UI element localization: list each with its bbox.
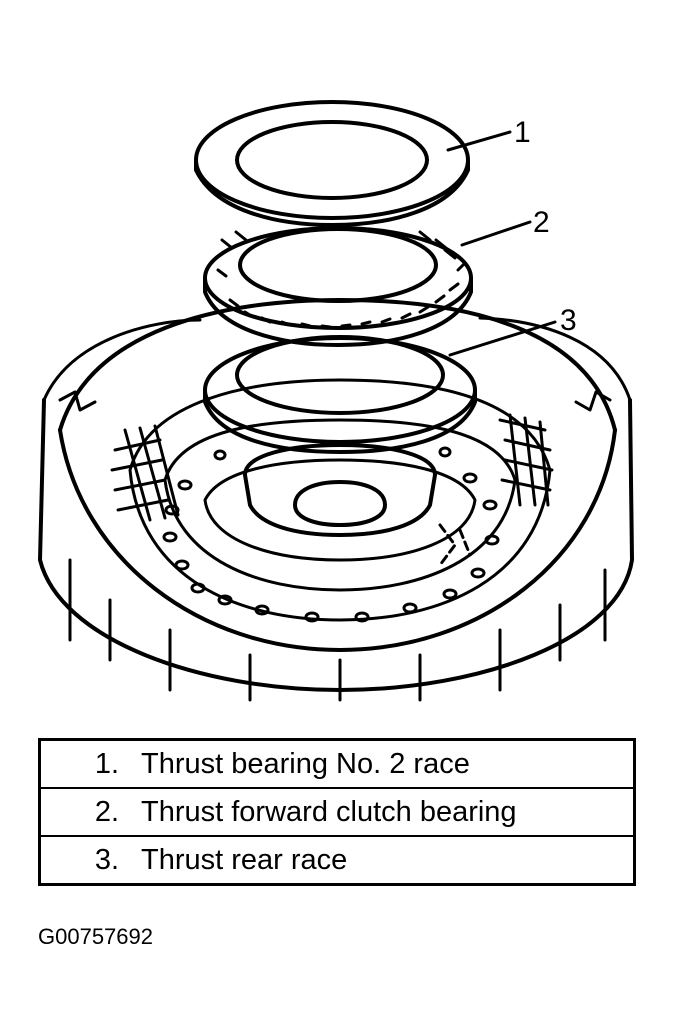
legend-row: 2. Thrust forward clutch bearing [38, 787, 636, 837]
thrust-bearing-no2-race [194, 100, 470, 227]
exploded-view-diagram: 1 2 3 [38, 100, 634, 702]
legend-number: 2. [94, 795, 119, 828]
callout-3: 3 [560, 304, 577, 337]
legend-row: 1. Thrust bearing No. 2 race [38, 738, 636, 789]
thrust-forward-clutch-bearing [203, 226, 473, 347]
legend-description: Thrust rear race [141, 843, 348, 876]
legend-description: Thrust forward clutch bearing [141, 795, 517, 828]
legend-description: Thrust bearing No. 2 race [141, 747, 470, 780]
figure-id: G00757692 [38, 924, 153, 949]
thrust-rear-race [203, 335, 477, 454]
legend-number: 3. [94, 843, 119, 876]
leader-lines [446, 130, 557, 357]
callout-2: 2 [533, 206, 550, 239]
legend-row: 3. Thrust rear race [38, 835, 636, 886]
legend-table: 1. Thrust bearing No. 2 race 2. Thrust for… [38, 738, 636, 886]
callout-1: 1 [514, 116, 531, 149]
clutch-drum-housing [38, 298, 634, 702]
legend-number: 1. [94, 747, 119, 780]
